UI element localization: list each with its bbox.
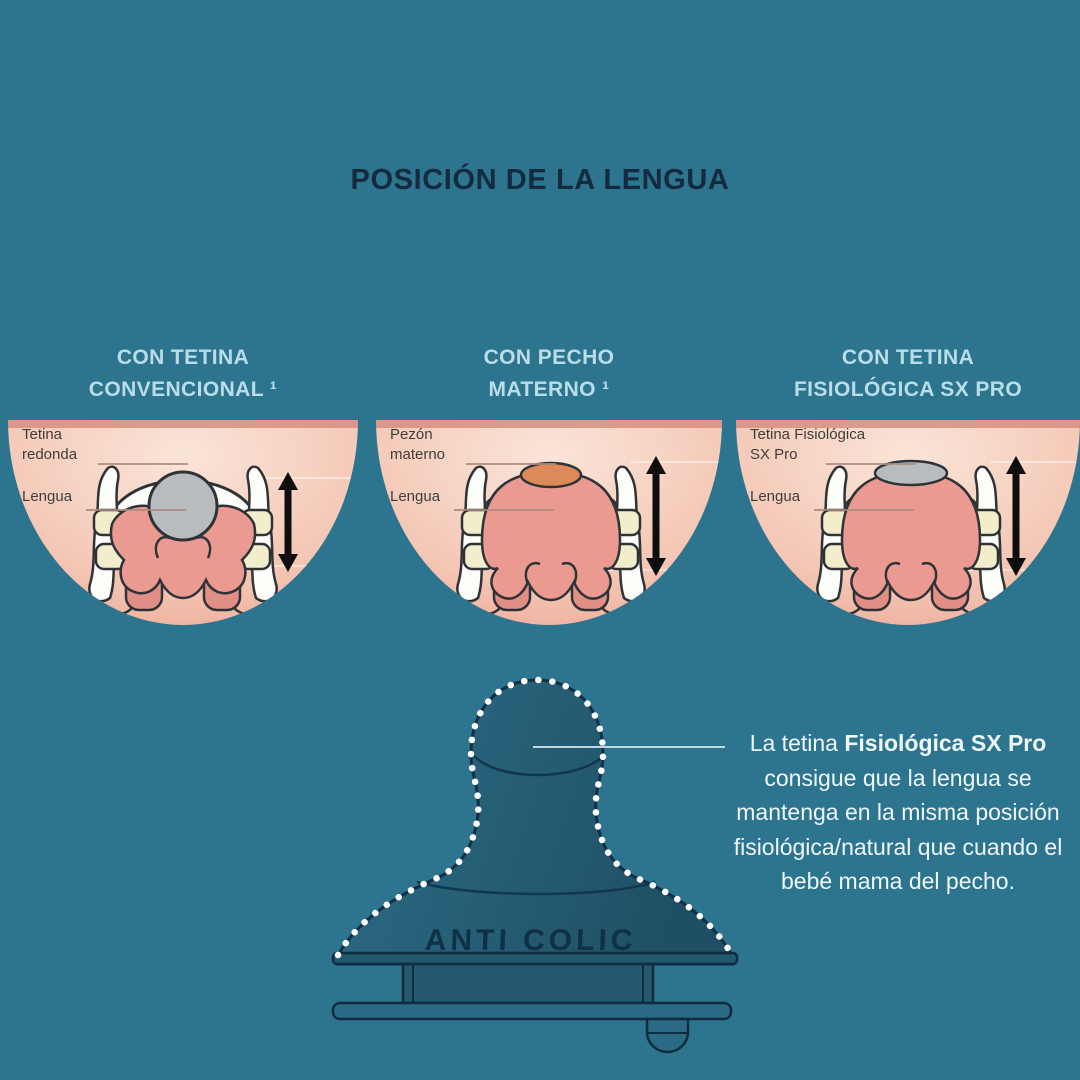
callout-line: consigue que la lengua se (764, 764, 1032, 791)
curl (524, 561, 541, 585)
heading-line: MATERNO ¹ (488, 377, 610, 401)
diagram-top-strip (736, 420, 1080, 428)
vertical-range-arrow-icon (1006, 456, 1026, 576)
callout-leader-line (533, 746, 725, 748)
product-name-bold: Fisiológica SX Pro (844, 730, 1047, 756)
heading-line: CON TETINA (116, 346, 250, 369)
callout-line: mantenga en la misma posición (736, 799, 1060, 825)
curl (474, 607, 501, 616)
heading-line: FISIOLÓGICA SX PRO (793, 377, 1023, 401)
curl (834, 607, 861, 616)
label-leader-line (86, 509, 186, 511)
curl (884, 561, 901, 585)
collar-ring (401, 962, 655, 1005)
callout-line: bebé mama del pecho. (781, 868, 1015, 894)
curl (561, 561, 578, 585)
heading-mother-breast: CON PECHO MATERNO ¹ (376, 342, 722, 405)
diagram-top-strip (8, 420, 358, 428)
mouth-diagram-breast: Pezón materno Lengua (376, 420, 722, 625)
label-leader-line (454, 509, 554, 511)
anti-colic-teat-drawing: ANTI COLIC (331, 676, 739, 1054)
heading-conventional-teat: CON TETINA CONVENCIONAL ¹ (8, 342, 358, 405)
label-leader-line (98, 463, 188, 465)
label-tongue: Lengua (390, 488, 441, 505)
skirt-base-band (331, 951, 739, 966)
nipple-crease (473, 755, 602, 777)
vertical-range-arrow-icon (646, 456, 666, 576)
callout-text: La tetina Fisiológica SX Pro consigue qu… (720, 726, 1076, 899)
diagram-top-strip (376, 420, 722, 428)
label-round-teat: Tetina redonda (22, 426, 78, 464)
sxpro-teat-tip (873, 459, 949, 487)
heading-sxpro-teat: CON TETINA FISIOLÓGICA SX PRO (736, 342, 1080, 405)
callout-line: fisiológica/natural que cuando el (733, 833, 1063, 860)
round-teat-ball (147, 470, 219, 542)
valve-nub (645, 1017, 690, 1054)
mouth-cross-section-drawing (88, 465, 358, 616)
page-title: POSICIÓN DE LA LENGUA (350, 164, 730, 196)
curl (921, 561, 938, 585)
vertical-range-arrow-icon (278, 472, 298, 572)
dotted-outline (334, 676, 736, 959)
label-sxpro-teat: Tetina Fisiológica SX Pro (750, 426, 866, 464)
heading-line: CON TETINA (841, 346, 975, 369)
label-tongue: Lengua (750, 488, 801, 505)
tongue-high-position (480, 470, 622, 602)
mouth-diagram-conventional: Tetina redonda Lengua (8, 420, 358, 625)
callout-line: La tetina Fisiológica SX Pro (749, 730, 1047, 756)
heading-line: CONVENCIONAL ¹ (88, 377, 278, 401)
teat-illustration: ANTI COLIC (325, 672, 745, 1072)
label-leader-line (826, 463, 916, 465)
mouth-cross-section-drawing (456, 456, 722, 616)
teat-body (336, 678, 734, 966)
anti-colic-embossed-text: ANTI COLIC (424, 924, 637, 957)
label-tongue: Lengua (22, 488, 73, 505)
bell-crease (416, 880, 656, 896)
heading-line: CON PECHO (483, 346, 615, 369)
tongue-high-position (840, 470, 982, 602)
label-leader-line (814, 509, 914, 511)
mouth-diagram-sxpro: Tetina Fisiológica SX Pro Lengua (736, 420, 1080, 625)
mother-nipple (519, 461, 583, 489)
label-mother-nipple: Pezón materno (390, 426, 446, 464)
curl (106, 607, 133, 616)
flange (331, 1001, 733, 1021)
mouth-cross-section-drawing (816, 456, 1080, 616)
label-leader-line (466, 463, 556, 465)
